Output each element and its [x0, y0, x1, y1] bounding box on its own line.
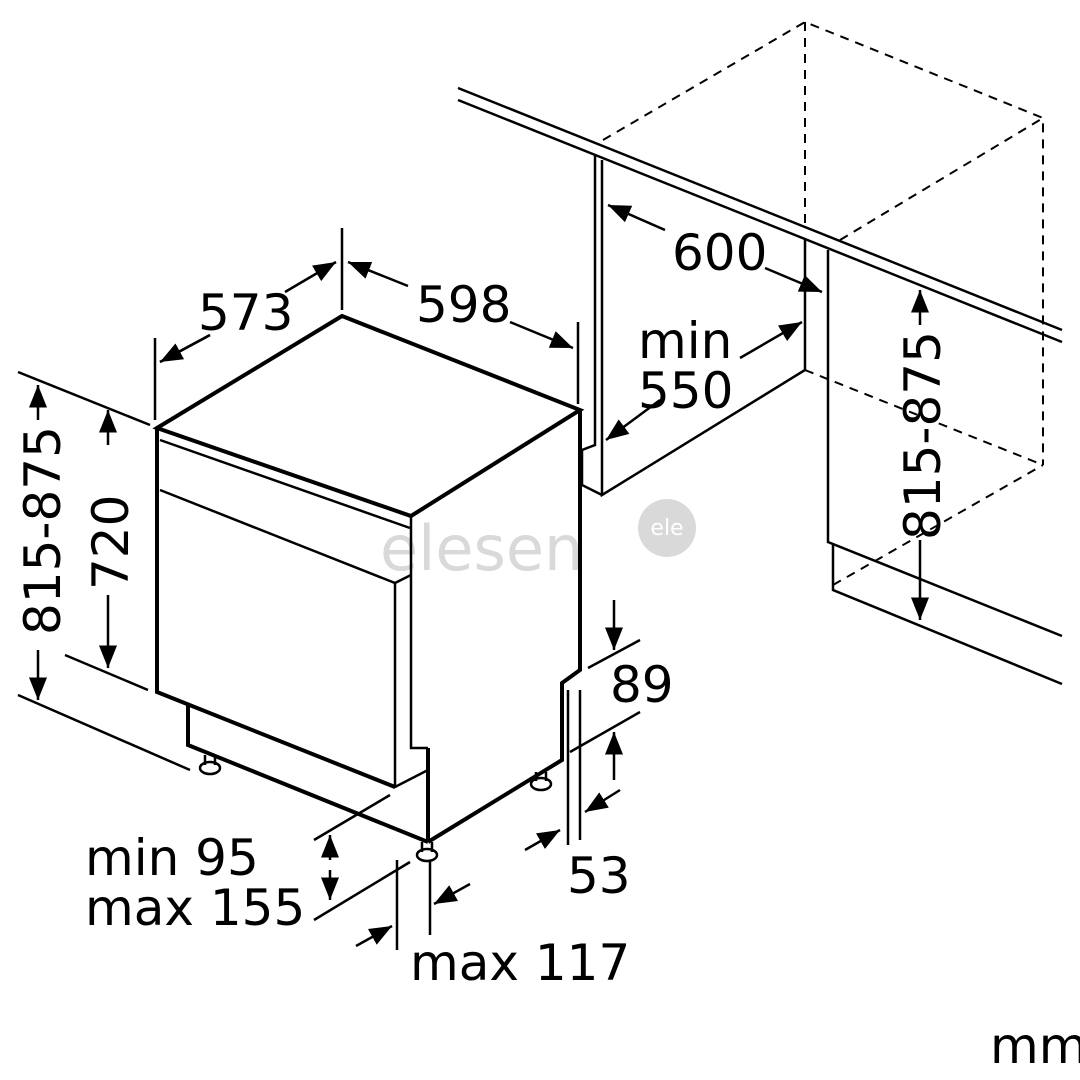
- label-53: 53: [567, 847, 631, 905]
- foot-icon: [198, 755, 222, 776]
- label-body-height: 720: [82, 495, 140, 590]
- unit-label: mm: [990, 1017, 1080, 1075]
- label-door-offset: max 117: [410, 934, 630, 992]
- label-niche-width: 600: [672, 224, 767, 282]
- label-niche-depth-value: 550: [638, 362, 733, 420]
- label-height-range-right: 815-875: [894, 331, 952, 540]
- foot-icon: [415, 842, 439, 863]
- label-width: 598: [416, 276, 511, 334]
- dishwasher-body: [152, 313, 585, 863]
- foot-icon: [529, 772, 553, 792]
- installation-niche: [457, 20, 1063, 686]
- label-plinth-max: max 155: [85, 879, 305, 937]
- label-depth: 573: [198, 284, 293, 342]
- label-89: 89: [610, 656, 674, 714]
- watermark: elesen ele: [380, 499, 696, 585]
- watermark-text: elesen: [380, 512, 583, 585]
- label-niche-depth-min: min: [638, 312, 732, 370]
- label-plinth-min: min 95: [85, 829, 259, 887]
- dimension-lines: [17, 203, 929, 950]
- watermark-badge-text: ele: [650, 516, 683, 541]
- label-height-range-left: 815-875: [14, 426, 72, 635]
- watermark-badge-icon: [638, 499, 696, 557]
